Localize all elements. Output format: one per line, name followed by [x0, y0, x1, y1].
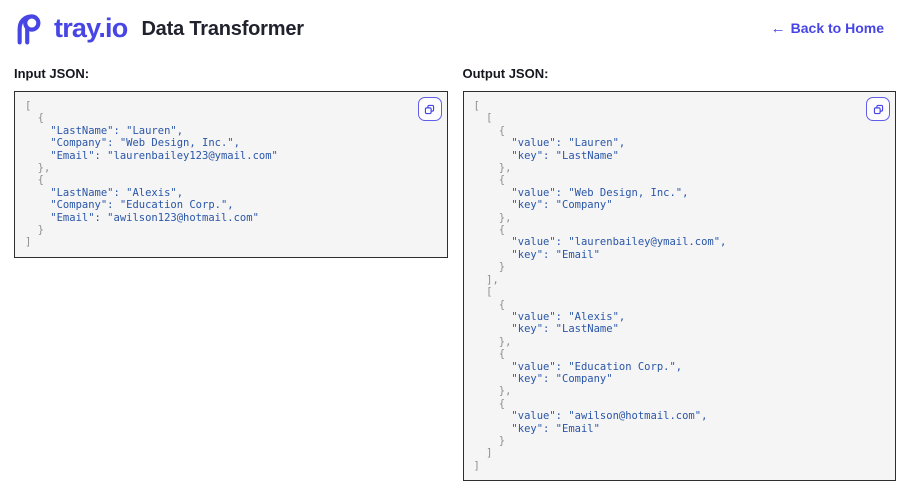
page-title: Data Transformer: [141, 18, 304, 40]
back-to-home-link[interactable]: ← Back to Home: [771, 20, 884, 36]
logo-wordmark: tray.io: [54, 12, 128, 43]
tray-logo: tray.io: [12, 10, 128, 46]
main-content: Input JSON: [ { "LastName": "Lauren", "C…: [0, 50, 910, 482]
copy-input-button[interactable]: [417, 97, 442, 121]
input-json-label: Input JSON:: [14, 66, 90, 81]
output-json-code: [ [ { "value": "Lauren", "key": "LastNam…: [473, 100, 727, 472]
output-column: Output JSON: [ [ { "value": "Lauren", "k…: [462, 50, 896, 482]
input-json-panel: [ { "LastName": "Lauren", "Company": "We…: [14, 91, 448, 258]
back-to-home-label: Back to Home: [790, 20, 884, 36]
tray-knot-icon: [17, 14, 41, 45]
copy-output-button[interactable]: [866, 97, 890, 121]
left-arrow-icon: ←: [770, 19, 786, 37]
output-json-panel: [ [ { "value": "Lauren", "key": "LastNam…: [462, 91, 896, 482]
output-json-label: Output JSON:: [462, 66, 549, 81]
input-json-code: [ { "LastName": "Lauren", "Company": "We…: [25, 100, 278, 249]
input-column: Input JSON: [ { "LastName": "Lauren", "C…: [14, 50, 448, 258]
copy-icon: [424, 104, 435, 114]
header: tray.io Data Transformer ← Back to Home: [0, 0, 910, 50]
copy-icon: [873, 104, 883, 114]
